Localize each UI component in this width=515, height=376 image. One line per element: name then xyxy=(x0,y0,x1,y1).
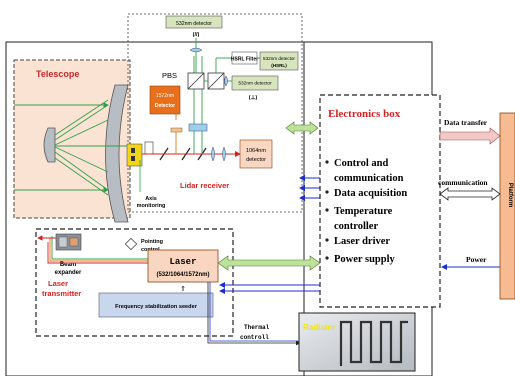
beam-expander-label-2: expander xyxy=(55,270,82,276)
bullet xyxy=(325,256,329,260)
seeder-label: Frequency stabilization seeder xyxy=(115,304,198,310)
communication-label: communication xyxy=(438,178,488,187)
axis-monitor-camera xyxy=(144,141,154,155)
detector-1064-box xyxy=(239,139,273,169)
detector-1572: 1572nm Detector xyxy=(149,85,181,115)
detector-532-perp-symbol: (⊥) xyxy=(249,94,258,101)
communication-link: communication xyxy=(438,178,501,201)
seeder-box xyxy=(98,292,214,318)
detector-532-perp-box xyxy=(231,75,279,91)
detector-1064-label-1: 1064nm xyxy=(246,148,266,154)
seeder-arrow-glyph: ⇑ xyxy=(180,285,186,293)
secondary-mirror xyxy=(43,127,56,163)
detector-532-parallel: 532nm detector (//) xyxy=(165,15,223,38)
receiver-electronics-link xyxy=(285,121,319,135)
lens-parallel xyxy=(189,47,203,53)
beam-expander-label-1: Beam xyxy=(60,262,76,268)
laser-transmitter-label-2: transmitter xyxy=(42,289,81,298)
primary-mirror xyxy=(105,84,129,223)
electronics-item-3: Temperature xyxy=(334,206,393,217)
detector-532-perp-label: 532nm detector xyxy=(238,81,272,87)
detector-532-perp: 532nm detector (⊥) xyxy=(231,75,279,101)
telescope: Telescope xyxy=(13,59,131,223)
laser-wavelengths: (532/1064/1572nm) xyxy=(156,272,209,278)
thermal-control-link: Thermal controll xyxy=(207,282,301,346)
field-stop-detail xyxy=(131,156,135,161)
data-transfer-link: Data transfer xyxy=(439,118,501,145)
pointing-control-label-1: Pointing xyxy=(141,239,163,245)
power-label: Power xyxy=(466,255,487,264)
hsrl-branch: HSRL Filter 532nm detector (HSRL) xyxy=(231,51,299,71)
detector-1572-box xyxy=(149,85,181,115)
pbs-label: PBS xyxy=(162,71,177,80)
receiver-optics: Axis monitoring PBS xyxy=(126,38,241,209)
lidar-receiver-label: Lidar receiver xyxy=(180,181,229,190)
platform: Platform xyxy=(499,112,515,300)
beam-expander: Beam expander xyxy=(55,233,82,276)
laser: Laser (532/1064/1572nm) xyxy=(147,249,219,283)
filter-1572 xyxy=(170,127,183,133)
bullet xyxy=(325,160,329,164)
telescope-light-paths xyxy=(14,99,130,196)
laser-control-lines xyxy=(219,282,320,294)
axis-monitoring-label-1: Axis xyxy=(145,196,157,202)
electronics-item-3b: controller xyxy=(334,221,378,232)
transmit-beam-paths xyxy=(37,235,148,264)
detector-1064-label-2: detector xyxy=(246,157,266,163)
radiator-coil xyxy=(339,320,408,366)
lens-perp xyxy=(224,75,228,87)
radiator: Radiator xyxy=(298,312,416,372)
detector-1064: 1064nm detector xyxy=(239,139,273,169)
electronics-item-4: Laser driver xyxy=(334,236,390,247)
electronics-item-1b: communication xyxy=(334,173,404,184)
bullet xyxy=(325,190,329,194)
lens-1064 xyxy=(211,146,215,162)
electronics-box-border xyxy=(319,94,441,308)
electronics-item-1: Control and xyxy=(334,158,389,169)
telescope-label: Telescope xyxy=(36,69,79,79)
detector-1572-label-1: 1572nm xyxy=(156,93,174,99)
detector-532-parallel-symbol: (//) xyxy=(193,32,200,38)
electronics-item-5: Power supply xyxy=(334,254,396,265)
platform-label: Platform xyxy=(507,183,513,207)
electronics-box: Electronics box Control and communicatio… xyxy=(319,94,441,308)
detector-532-hsrl-label: 532nm detector xyxy=(263,56,295,61)
laser-box xyxy=(147,249,219,283)
electronics-item-2: Data acquisition xyxy=(334,188,407,199)
laser-electronics-link xyxy=(217,255,321,271)
detector-1572-label-2: Detector xyxy=(155,103,175,109)
lens-532 xyxy=(188,123,208,132)
laser-transmitter-label-1: Laser xyxy=(48,279,68,288)
radiator-label: Radiator xyxy=(303,323,335,332)
detector-532-hsrl-symbol: (HSRL) xyxy=(271,63,287,68)
platform-box xyxy=(499,112,515,300)
pbs-diagonal xyxy=(187,72,205,90)
field-stop xyxy=(126,143,143,167)
thermal-label-2: controll xyxy=(240,334,269,341)
detector-532-hsrl-box xyxy=(259,51,299,71)
laser-transmitter-region xyxy=(35,228,234,337)
power-link: Power xyxy=(441,255,500,270)
lidar-receiver-region xyxy=(127,13,303,213)
field-stop-detail xyxy=(131,148,135,153)
bullet xyxy=(325,208,329,212)
receiver-control-lines xyxy=(299,175,320,201)
frequency-seeder: Frequency stabilization seeder xyxy=(98,292,214,318)
detector-532-parallel-box xyxy=(165,15,223,29)
laser-title: Laser xyxy=(169,257,196,267)
thermal-label-1: Thermal xyxy=(244,324,270,331)
electronics-box-title: Electronics box xyxy=(328,108,401,120)
hsrl-filter-label: HSRL Filter xyxy=(231,57,258,63)
detector-532-parallel-label: 532nm detector xyxy=(176,21,212,27)
lens-1064b xyxy=(222,146,226,162)
data-transfer-label: Data transfer xyxy=(444,118,488,127)
bs-diagonal xyxy=(207,72,225,90)
bullet xyxy=(325,238,329,242)
axis-monitoring-label-2: monitoring xyxy=(137,203,166,209)
